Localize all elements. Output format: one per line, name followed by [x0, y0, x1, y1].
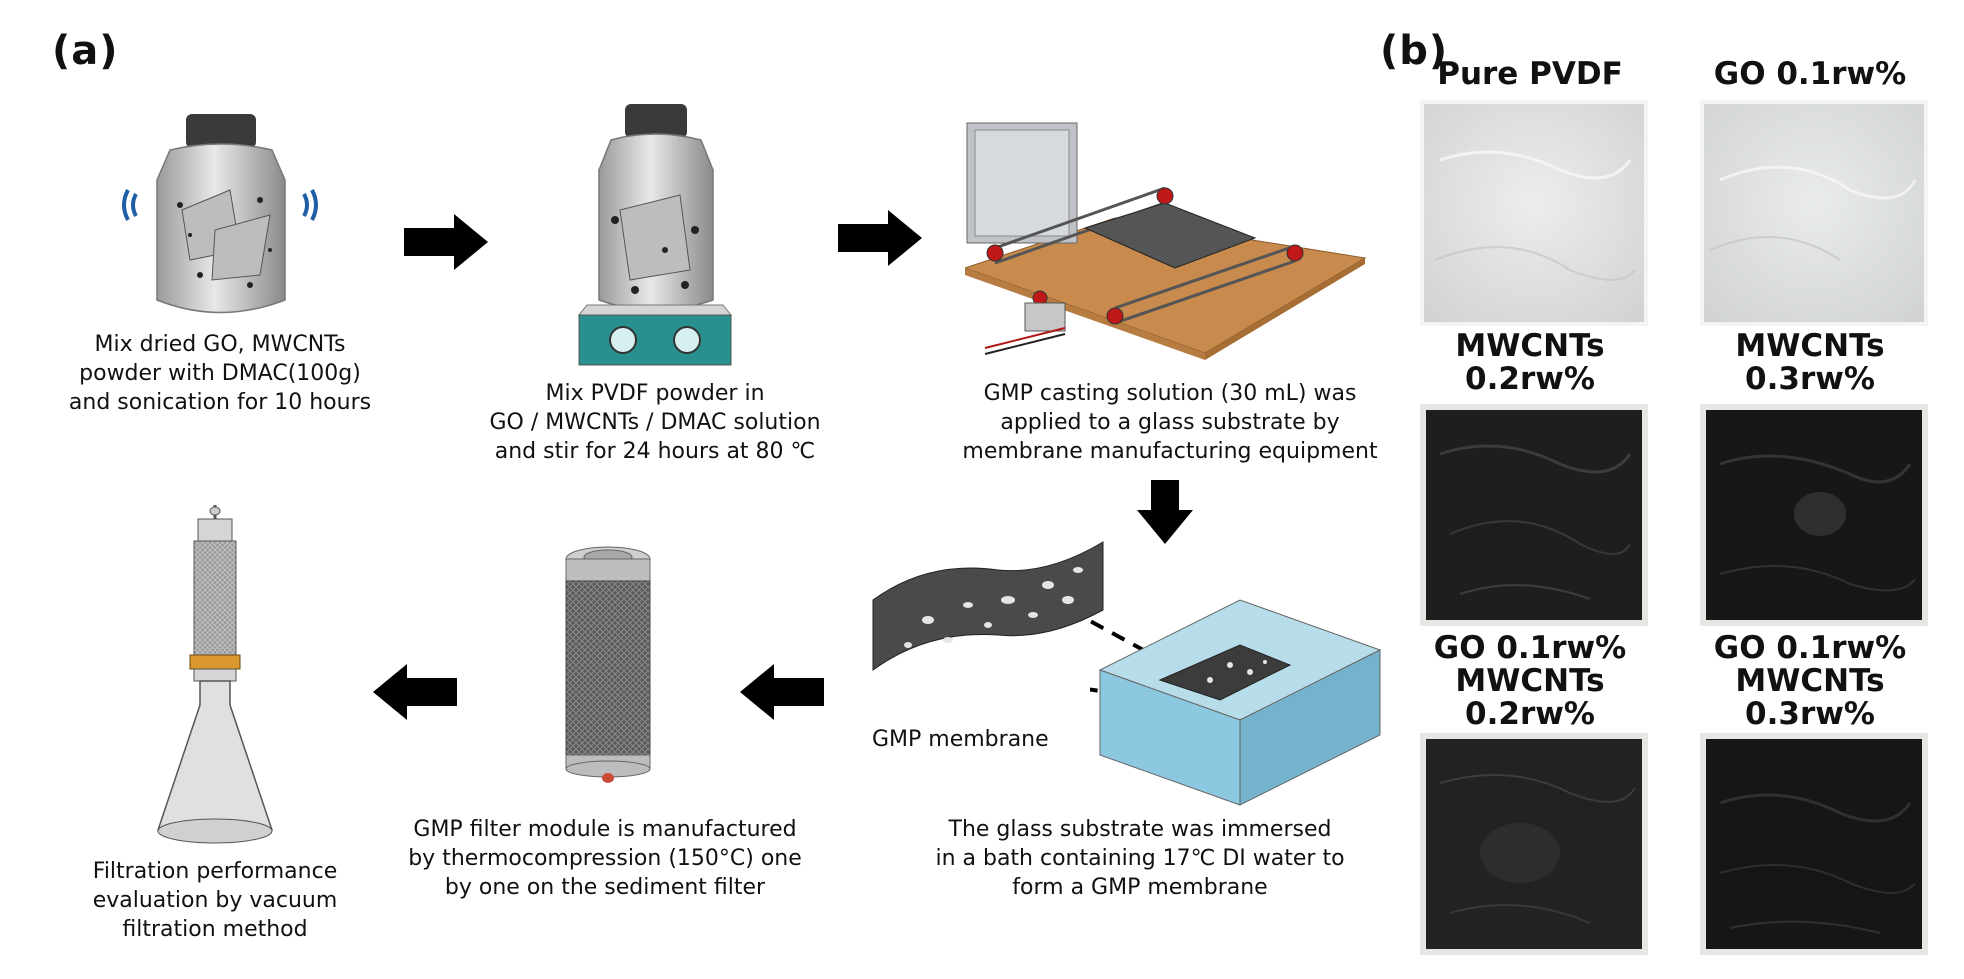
sample-title-mwcnts-0.2: MWCNTs 0.2rw% — [1455, 328, 1605, 397]
sample-title-go-0.1: GO 0.1rw% — [1713, 56, 1907, 92]
step-4-caption: The glass substrate was immersed in a ba… — [935, 817, 1345, 900]
casting-equipment-illustration — [965, 122, 1367, 360]
arrow-left-1 — [740, 664, 824, 720]
arrow-down — [1137, 480, 1193, 544]
sample-photo-pure-pvdf — [1420, 100, 1648, 326]
vacuum-filtration-illustration — [157, 505, 273, 844]
gmp-membrane-illustration — [872, 541, 1104, 671]
filter-module-illustration — [565, 546, 651, 783]
water-bath-illustration — [1090, 599, 1382, 806]
sample-photo-go-mwcnts-0.2 — [1420, 733, 1648, 955]
sample-photo-mwcnts-0.2 — [1420, 404, 1648, 626]
sample-title-pure-pvdf: Pure PVDF — [1437, 56, 1623, 92]
step-1-caption: Mix dried GO, MWCNTs powder with DMAC(10… — [68, 332, 372, 415]
gmp-membrane-label: GMP membrane — [872, 727, 1049, 752]
step-6-caption: Filtration performance evaluation by vac… — [92, 859, 338, 942]
sample-title-go-mwcnts-0.2: GO 0.1rw% MWCNTs 0.2rw% — [1433, 630, 1627, 732]
sample-photo-go-0.1 — [1700, 100, 1928, 326]
arrow-left-2 — [373, 664, 457, 720]
arrow-right-1 — [404, 214, 488, 270]
stirrer-bottle-illustration — [577, 104, 733, 366]
sample-title-mwcnts-0.3: MWCNTs 0.3rw% — [1735, 328, 1885, 397]
sample-photo-mwcnts-0.3 — [1700, 404, 1928, 626]
panel-b-label: (b) — [1380, 28, 1449, 74]
sample-title-go-mwcnts-0.3: GO 0.1rw% MWCNTs 0.3rw% — [1713, 630, 1907, 732]
panel-a-label: (a) — [52, 28, 119, 74]
step-5-caption: GMP filter module is manufactured by the… — [408, 817, 802, 900]
arrow-right-2 — [838, 210, 922, 266]
step-2-caption: Mix PVDF powder in GO / MWCNTs / DMAC so… — [489, 381, 821, 464]
step-3-caption: GMP casting solution (30 mL) was applied… — [962, 381, 1378, 464]
sample-photo-go-mwcnts-0.3 — [1700, 733, 1928, 955]
sonication-bottle-illustration — [122, 114, 318, 314]
